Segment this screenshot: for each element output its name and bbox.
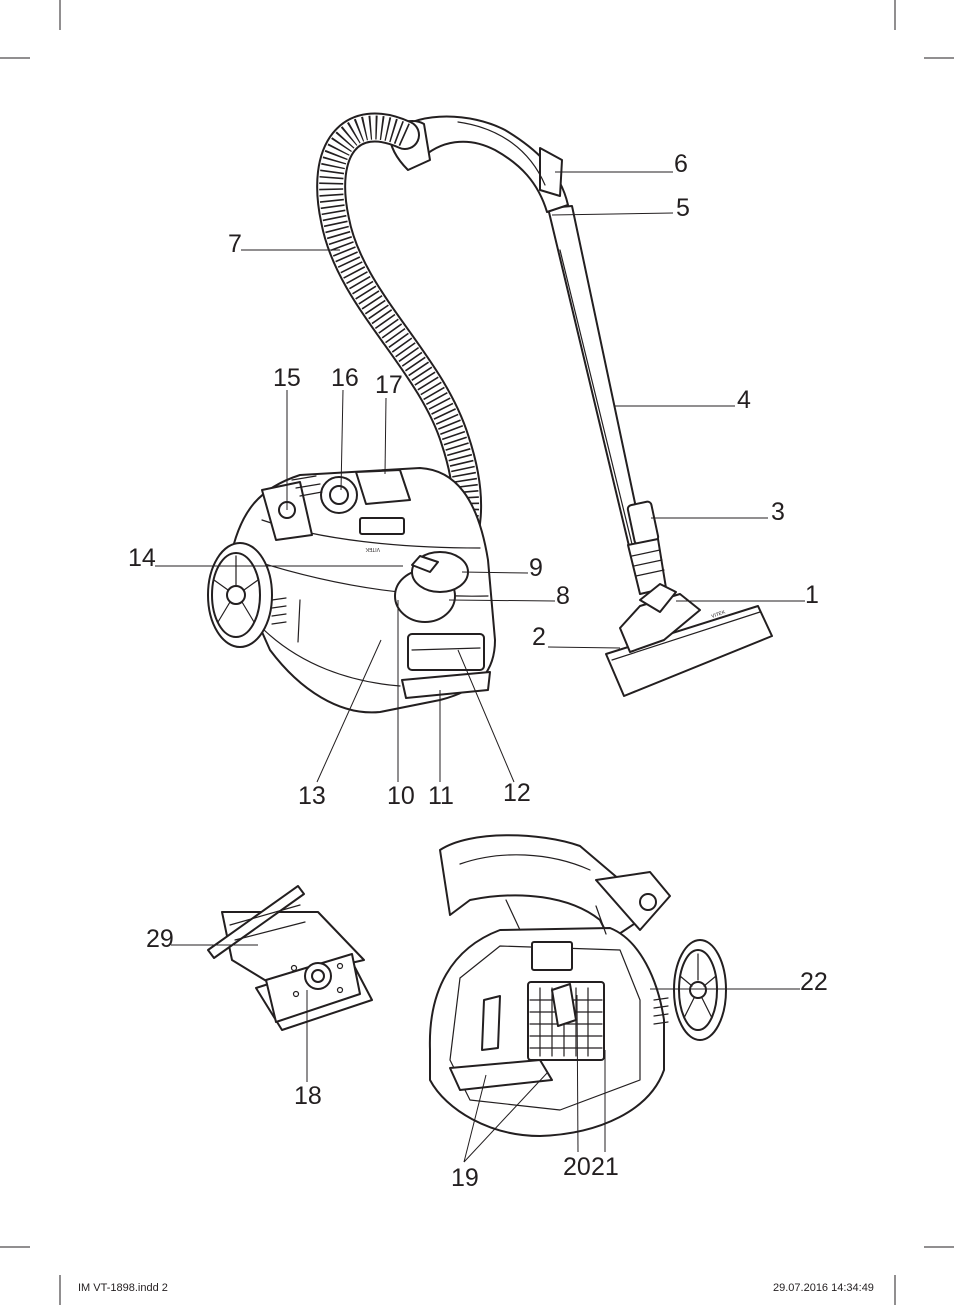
callout-8: 8 xyxy=(556,582,570,610)
callout-12: 12 xyxy=(503,779,531,807)
opened-vacuum xyxy=(428,834,727,1137)
callout-21: 21 xyxy=(591,1153,619,1181)
callout-2: 2 xyxy=(532,623,546,651)
callout-10: 10 xyxy=(387,782,415,810)
callout-22: 22 xyxy=(800,968,828,996)
callout-20: 20 xyxy=(563,1153,591,1181)
brush-brand-mark: VITEK xyxy=(711,609,727,620)
footer-file-name: IM VT-1898.indd 2 xyxy=(78,1282,168,1294)
rear-wheel xyxy=(207,542,287,648)
callout-29: 29 xyxy=(146,925,174,953)
callout-13: 13 xyxy=(298,782,326,810)
dust-bag xyxy=(207,885,373,1031)
leader-lines xyxy=(155,171,805,1163)
callout-19: 19 xyxy=(451,1164,479,1192)
callout-17: 17 xyxy=(375,371,403,399)
callout-1: 1 xyxy=(805,581,819,609)
callout-14: 14 xyxy=(128,544,156,572)
callout-11: 11 xyxy=(428,782,454,810)
callout-3: 3 xyxy=(771,498,785,526)
callout-5: 5 xyxy=(676,194,690,222)
assembled-vacuum: VITEK VITEK xyxy=(207,112,773,714)
floor-brush: VITEK xyxy=(605,583,773,697)
callout-16: 16 xyxy=(331,364,359,392)
callout-18: 18 xyxy=(294,1082,322,1110)
callout-7: 7 xyxy=(228,230,242,258)
callout-15: 15 xyxy=(273,364,301,392)
callout-4: 4 xyxy=(737,386,751,414)
telescopic-tube xyxy=(547,205,667,595)
vacuum-body: VITEK xyxy=(229,467,496,714)
callout-6: 6 xyxy=(674,150,688,178)
callout-labels: 6 5 7 4 3 1 2 8 9 14 15 16 17 13 10 11 1… xyxy=(128,150,828,1192)
footer-timestamp: 29.07.2016 14:34:49 xyxy=(773,1282,874,1294)
callout-9: 9 xyxy=(529,554,543,582)
body-brand-mark: VITEK xyxy=(365,546,380,552)
